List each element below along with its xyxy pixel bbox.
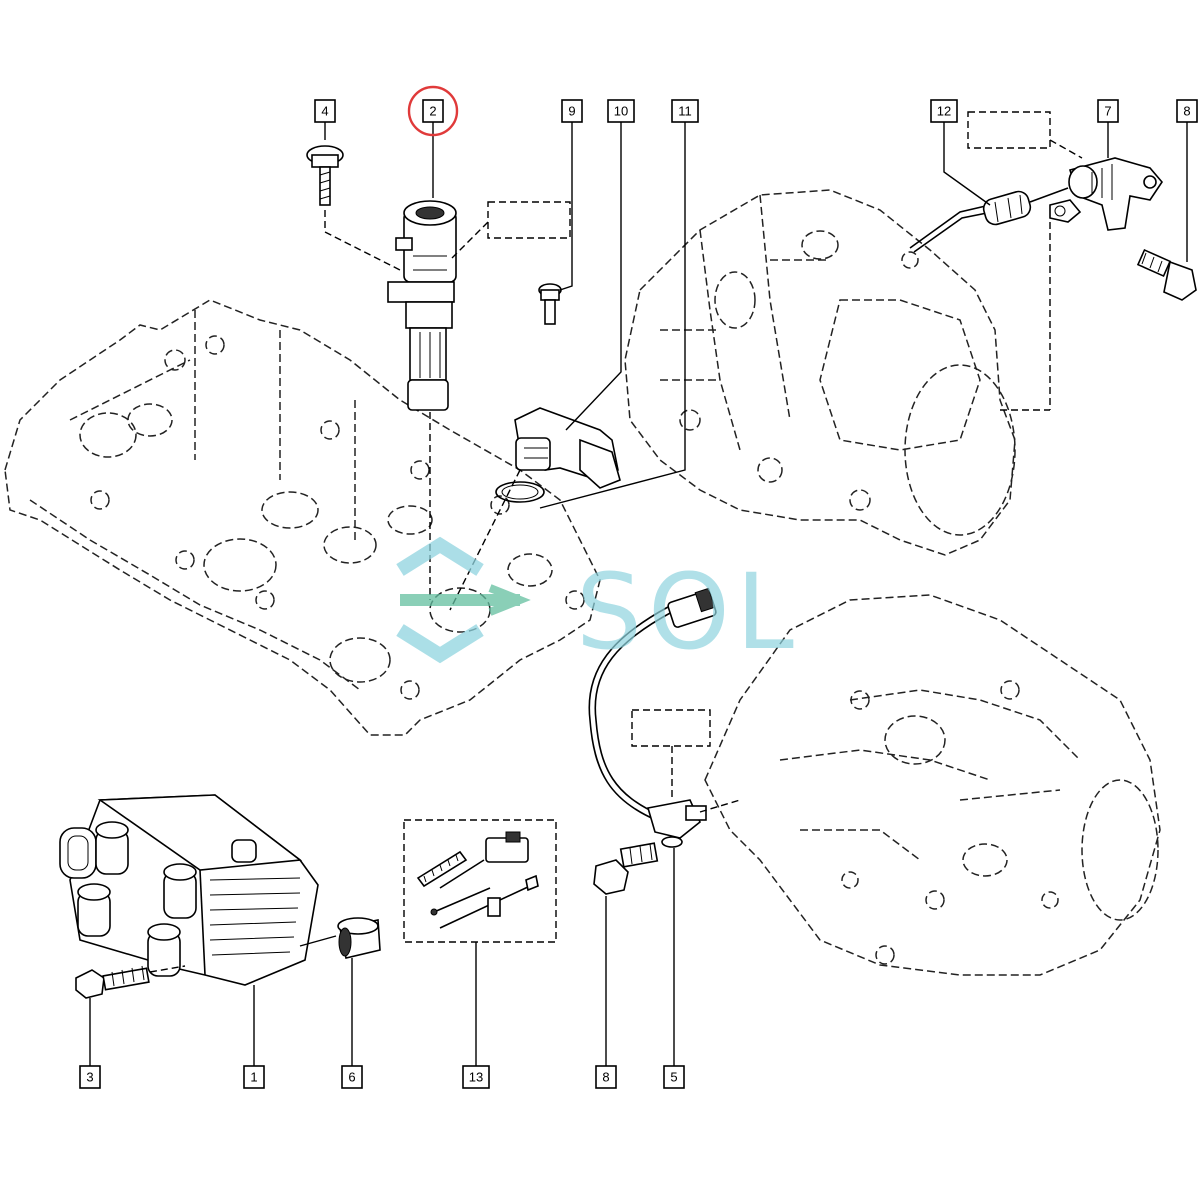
leader-lines — [89, 122, 1188, 1066]
svg-text:1: 1 — [250, 1070, 257, 1085]
svg-text:3: 3 — [86, 1070, 93, 1085]
bolt-part-8-upper — [1136, 248, 1197, 301]
bolt-part-9 — [538, 283, 562, 325]
coil-pack-part-1 — [59, 794, 319, 986]
label-part-4: 4 — [314, 99, 336, 123]
watermark: SOL — [396, 536, 800, 673]
label-part-1: 1 — [243, 1065, 265, 1089]
svg-text:5: 5 — [670, 1070, 677, 1085]
label-part-6: 6 — [341, 1065, 363, 1089]
svg-text:7: 7 — [1104, 104, 1111, 119]
screw-part-3 — [75, 965, 150, 999]
svg-text:9: 9 — [568, 104, 575, 119]
label-part-8-upper: 8 — [1176, 99, 1198, 123]
svg-text:2: 2 — [429, 104, 436, 119]
camshaft-sensor-part-10 — [514, 407, 621, 489]
cap-part-6 — [337, 917, 381, 959]
bolt-part-8-lower — [593, 842, 659, 895]
label-part-12: 12 — [930, 99, 958, 123]
svg-text:13: 13 — [469, 1070, 483, 1085]
label-part-11: 11 — [671, 99, 699, 123]
label-part-7: 7 — [1097, 99, 1119, 123]
crank-sensor-part-7 — [1049, 157, 1164, 231]
svg-text:8: 8 — [1183, 104, 1190, 119]
svg-text:11: 11 — [678, 104, 692, 119]
engine-head-outline — [4, 299, 601, 736]
svg-text:10: 10 — [614, 104, 628, 119]
cable-sleeve-part-12 — [909, 187, 1069, 253]
watermark-text: SOL — [576, 551, 800, 673]
svg-text:12: 12 — [937, 104, 951, 119]
note-box-upper-right — [967, 111, 1051, 149]
svg-text:8: 8 — [602, 1070, 609, 1085]
repair-kit-part-13 — [403, 819, 557, 943]
gearbox-lower-outline — [704, 594, 1161, 976]
label-part-13: 13 — [462, 1065, 490, 1089]
gearbox-upper-outline — [624, 189, 1016, 556]
label-part-10: 10 — [607, 99, 635, 123]
svg-text:4: 4 — [321, 104, 328, 119]
label-part-8-lower: 8 — [595, 1065, 617, 1089]
svg-text:6: 6 — [348, 1070, 355, 1085]
note-box-upper-center — [487, 201, 571, 239]
note-box-lower-center — [631, 709, 711, 747]
label-part-9: 9 — [561, 99, 583, 123]
ignition-coil-part-2 — [387, 200, 457, 411]
screw-part-4 — [306, 145, 344, 206]
watermark-logo — [396, 536, 531, 664]
label-part-5: 5 — [663, 1065, 685, 1089]
o-ring-part-11 — [495, 481, 545, 503]
label-part-2: 2 — [422, 99, 444, 123]
highlight-circle — [407, 85, 459, 137]
speed-sensor-part-5 — [588, 587, 717, 848]
label-part-3: 3 — [79, 1065, 101, 1089]
